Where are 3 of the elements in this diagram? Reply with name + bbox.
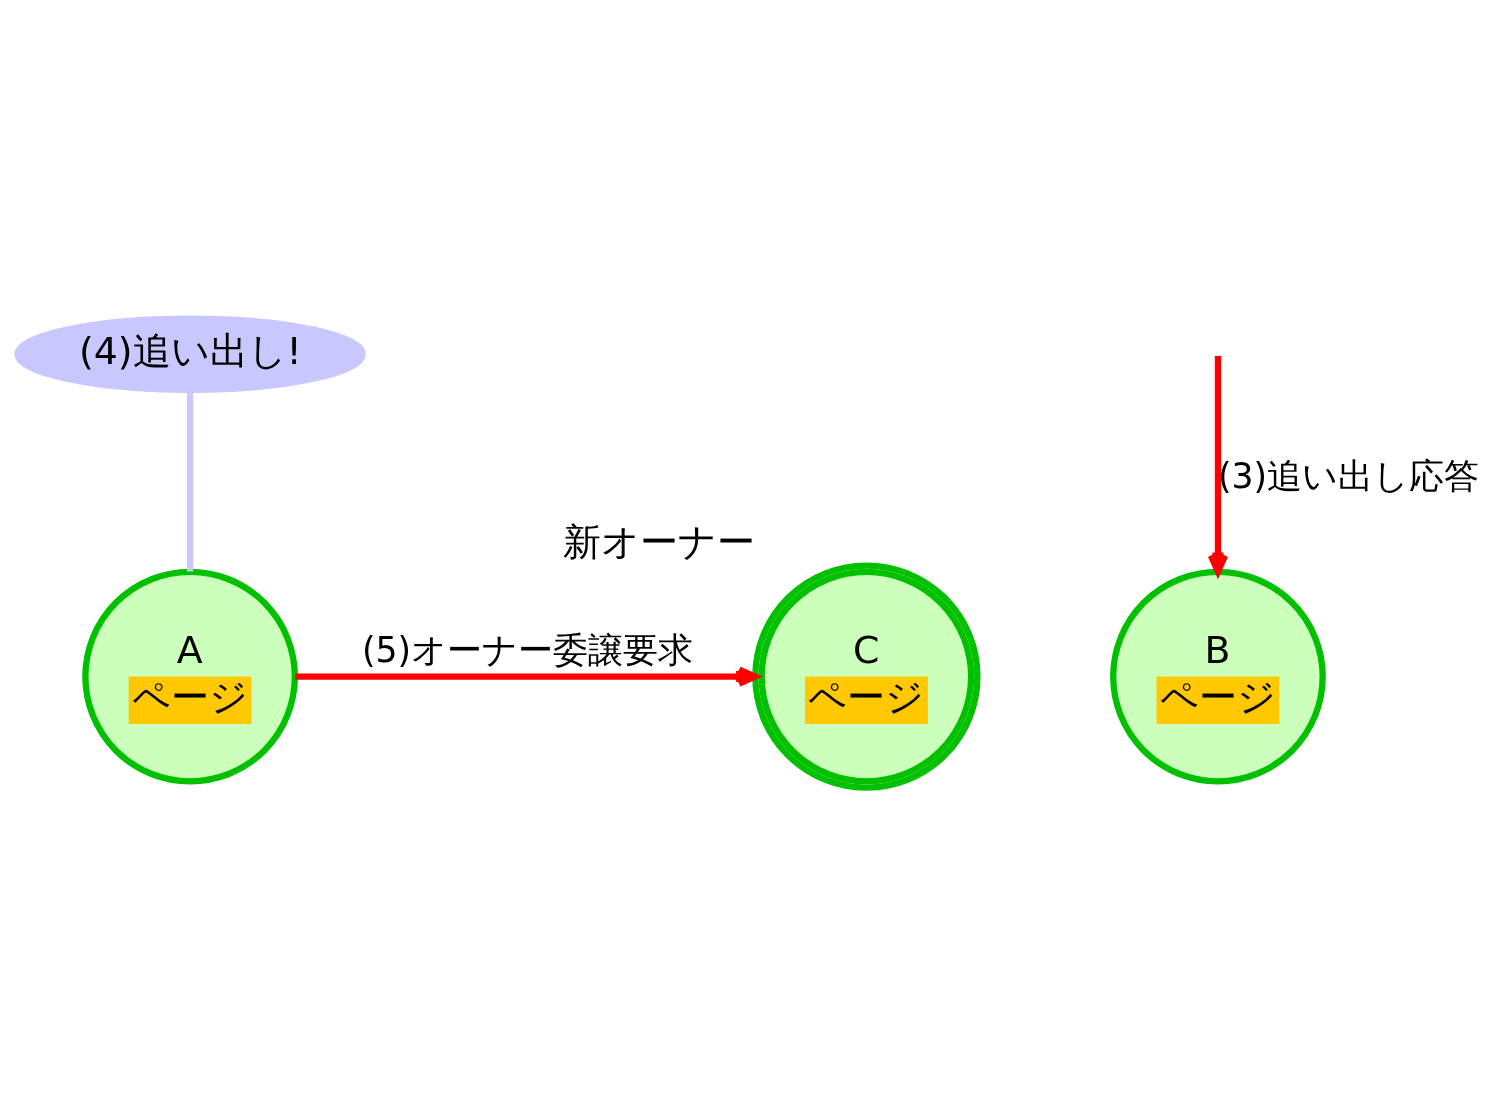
edge-label: (5)オーナー委譲要求 [361,629,694,670]
edge-label: (3)追い出し応答 [1217,455,1480,496]
node-label: 新オーナー [562,519,755,564]
